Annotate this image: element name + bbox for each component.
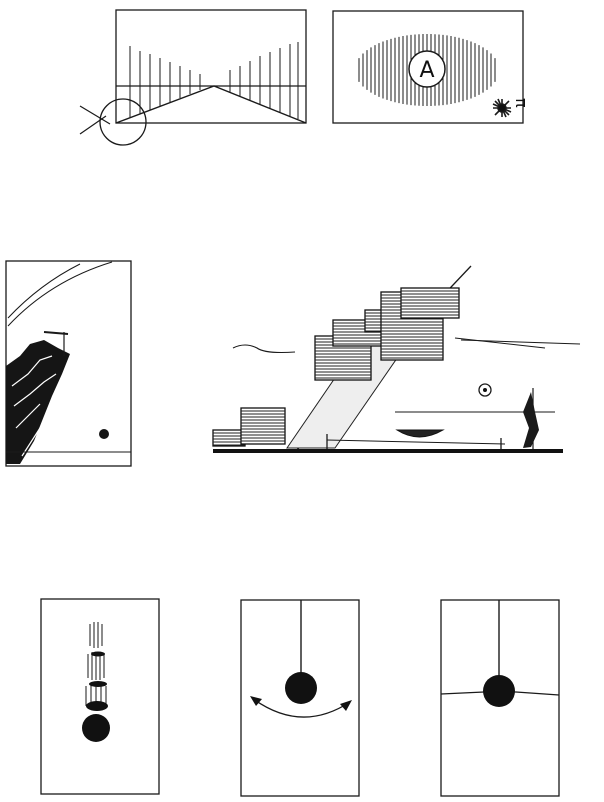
circle-marker <box>408 50 446 88</box>
circle-label: A <box>419 58 434 83</box>
ball-frame-2 <box>89 681 107 687</box>
sketch-pendulum-panel <box>240 599 360 797</box>
sketch-frame <box>440 599 560 797</box>
arrow-left-icon <box>250 696 262 706</box>
spiral-core <box>483 388 487 392</box>
ellipse-hatching <box>358 34 496 106</box>
sketch-frame <box>40 598 160 795</box>
diagonal-stroke <box>79 105 111 125</box>
arc-stroke-2 <box>7 263 81 319</box>
ball-frame-1 <box>91 651 105 657</box>
arrow-right-icon <box>340 700 352 711</box>
small-dot <box>99 429 109 439</box>
swing-arc <box>251 697 351 718</box>
triangle-sketch <box>115 85 307 124</box>
ball <box>82 714 110 742</box>
sketch-frame <box>115 9 307 124</box>
cloud-stroke <box>232 344 296 354</box>
dark-mass-shape <box>6 340 70 464</box>
sketch-ball-rest-panel <box>440 599 560 797</box>
mass-highlights <box>11 355 57 457</box>
sketch-falling-ball-panel <box>40 598 160 795</box>
spiral-icon <box>478 383 492 397</box>
side-mark: π <box>512 98 530 108</box>
resting-ball <box>483 675 515 707</box>
fence-line <box>326 439 506 445</box>
hatched-blocks <box>212 287 460 447</box>
sketch-frame <box>332 10 524 124</box>
flag <box>43 331 69 335</box>
diagonal-stroke-2 <box>79 115 107 135</box>
horizon-stroke-2 <box>460 339 581 345</box>
sketch-ellipse-panel: A π <box>332 10 530 124</box>
hatched-block <box>212 429 246 447</box>
figure-shape <box>523 392 539 448</box>
ball-frame-3 <box>86 701 108 711</box>
sketch-landscape-panel <box>5 260 132 467</box>
motion-blur-hatching <box>85 622 107 708</box>
corner-circle <box>99 98 147 146</box>
sketch-frame <box>5 260 132 467</box>
sketch-perspective-panel <box>79 9 307 146</box>
horizon-stroke <box>454 337 546 349</box>
sketch-frame <box>240 599 360 797</box>
starburst-icon <box>492 98 512 118</box>
sketch-ramp-composition <box>212 265 581 453</box>
pendulum-ball <box>285 672 317 704</box>
arc-stroke <box>7 261 113 327</box>
vertical-hatching <box>129 42 299 119</box>
bowl-shape <box>395 429 445 438</box>
